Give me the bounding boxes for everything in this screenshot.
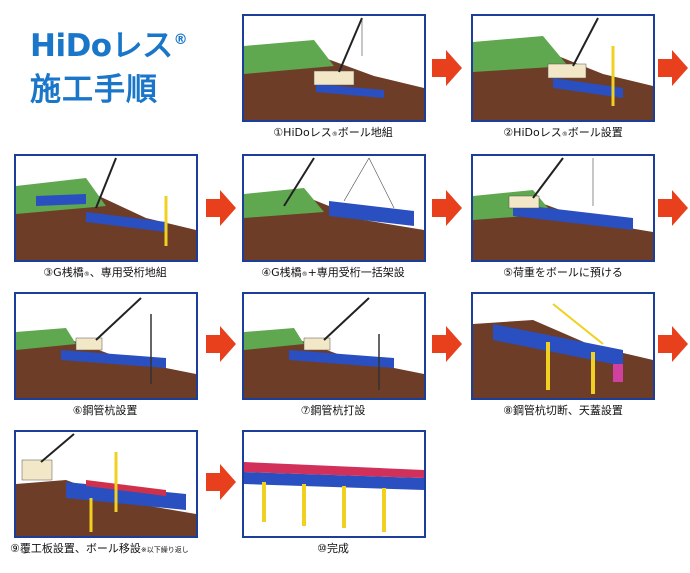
logo-subtitle: 施工手順: [30, 72, 158, 108]
step-3-illustration: [14, 154, 198, 262]
step-6-caption: ⑥鋼管杭設置: [72, 404, 138, 417]
arrow-right-icon: [432, 326, 462, 362]
arrow-right-icon: [658, 326, 688, 362]
arrow-right-icon: [206, 190, 236, 226]
logo-title: HiDoレス®: [30, 20, 188, 65]
arrow-right-icon: [658, 50, 688, 86]
step-1-illustration: [242, 14, 426, 122]
arrow-right-icon: [206, 326, 236, 362]
hidoress-logo: HiDoレス® 施工手順: [18, 14, 218, 114]
step-5-caption: ⑤荷重をボールに預ける: [503, 266, 623, 279]
registered-mark: ®: [173, 32, 188, 48]
step-7-illustration: [242, 292, 426, 400]
step-10-caption: ⑩完成: [317, 542, 349, 555]
logo-title-text: HiDoレス: [30, 28, 173, 64]
step-3-caption: ③G桟橋®、専用受桁地組: [43, 266, 167, 279]
step-1-caption: ①HiDoレス®ボール地組: [273, 126, 393, 139]
step-8-illustration: [471, 292, 655, 400]
step-5-illustration: [471, 154, 655, 262]
step-7-caption: ⑦鋼管杭打設: [300, 404, 366, 417]
arrow-right-icon: [432, 50, 462, 86]
arrow-right-icon: [432, 190, 462, 226]
step-4-caption: ④G桟橋®+専用受桁一括架設: [261, 266, 405, 279]
step-4-illustration: [242, 154, 426, 262]
step-9-illustration: [14, 430, 198, 538]
arrow-right-icon: [206, 464, 236, 500]
step-8-caption: ⑧鋼管杭切断、天蓋設置: [503, 404, 623, 417]
step-9-caption: ⑨覆工板設置、ボール移設※以下繰り返し: [10, 542, 189, 555]
step-2-caption: ②HiDoレス®ボール設置: [503, 126, 623, 139]
step-10-illustration: [242, 430, 426, 538]
arrow-right-icon: [658, 190, 688, 226]
step-2-illustration: [471, 14, 655, 122]
step-6-illustration: [14, 292, 198, 400]
